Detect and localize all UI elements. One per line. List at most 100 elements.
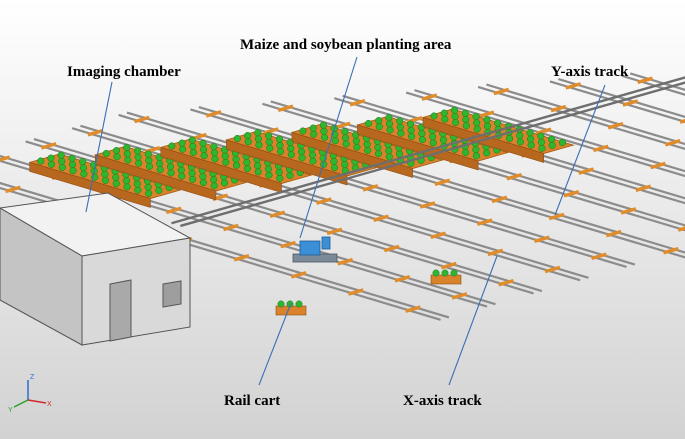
track-sleeper: [290, 271, 307, 279]
plant: [79, 164, 87, 172]
plant: [265, 138, 273, 146]
track-sleeper: [563, 190, 580, 198]
plant: [167, 169, 175, 177]
plant: [386, 126, 394, 134]
plant: [134, 153, 142, 161]
plant: [353, 143, 361, 151]
plant: [462, 122, 470, 130]
plant: [320, 127, 328, 135]
plant: [330, 157, 338, 165]
plant: [352, 137, 360, 145]
plant: [527, 135, 535, 143]
plant: [275, 168, 283, 176]
plant: [341, 134, 350, 142]
y-track-rail: [270, 100, 685, 227]
plant: [123, 183, 131, 191]
track-sleeper: [326, 227, 343, 236]
plant: [101, 176, 110, 184]
track-sleeper: [578, 167, 595, 175]
plant: [189, 142, 197, 150]
y-axis-track-label: Y-axis track: [551, 64, 629, 80]
track-sleeper: [280, 240, 296, 249]
cart-body: [299, 240, 321, 256]
plant: [385, 147, 393, 155]
imaging-chamber: [0, 192, 192, 346]
plant: [254, 129, 262, 137]
track-sleeper: [620, 207, 637, 215]
plant: [102, 149, 110, 158]
plant: [430, 112, 438, 120]
plant: [441, 269, 449, 277]
plant: [440, 109, 448, 117]
track-sleeper: [605, 229, 622, 238]
plant: [133, 180, 141, 188]
rail-cart: [292, 236, 338, 263]
plant: [473, 119, 481, 127]
plant: [363, 140, 371, 148]
plant: [494, 119, 502, 127]
plant: [385, 153, 393, 161]
track-sleeper: [565, 82, 582, 90]
plant: [439, 136, 448, 144]
y-axis-track-leader: [554, 84, 606, 216]
track-sleeper: [315, 197, 332, 205]
plant: [374, 150, 383, 158]
track-sleeper: [0, 155, 11, 162]
plant: [58, 157, 66, 165]
track-sleeper: [277, 104, 294, 113]
plant: [254, 168, 262, 176]
plant: [287, 151, 295, 159]
plant: [265, 171, 273, 179]
track-sleeper: [478, 110, 495, 118]
z-axis-label: Z: [30, 374, 35, 381]
plant: [47, 154, 55, 162]
plant: [450, 106, 459, 114]
plant: [299, 127, 307, 135]
track-sleeper: [544, 265, 561, 274]
plant: [472, 113, 480, 121]
plant: [341, 161, 349, 169]
track-sleeper: [165, 206, 182, 215]
plant: [47, 160, 56, 168]
plant: [483, 122, 491, 130]
plant: [276, 141, 284, 149]
imaging-chamber-leader: [85, 81, 113, 213]
y-track-rail: [549, 80, 685, 123]
plant: [364, 146, 372, 154]
plant: [396, 117, 404, 125]
plant: [37, 157, 45, 165]
plant: [396, 123, 404, 131]
planter-front: [94, 154, 217, 201]
plant: [220, 179, 228, 187]
plant: [123, 150, 131, 158]
track-sleeper: [405, 305, 421, 313]
plant: [80, 170, 88, 178]
plant: [188, 136, 196, 144]
plant: [254, 162, 262, 170]
leader-lines: [85, 56, 606, 386]
plant: [364, 119, 373, 128]
plant: [298, 154, 306, 162]
track-sleeper: [87, 128, 104, 137]
plant: [406, 120, 415, 128]
track-sleeper: [434, 178, 451, 187]
plant: [200, 146, 208, 154]
y-axis-label: Y: [8, 407, 13, 414]
plant: [179, 145, 187, 153]
plant: [199, 179, 207, 187]
axis-triad-icon: ZXY: [8, 374, 52, 414]
track-sleeper: [383, 244, 400, 253]
track-sleeper: [487, 248, 504, 257]
plant: [155, 186, 163, 194]
plant: [472, 152, 480, 160]
track-sleeper: [40, 142, 57, 150]
plant: [286, 300, 294, 308]
plant: [144, 150, 152, 158]
plant: [408, 132, 416, 140]
track-sleeper: [347, 288, 364, 296]
plant: [255, 141, 263, 149]
plant: [395, 150, 404, 158]
plant: [516, 132, 524, 140]
plant: [199, 139, 207, 147]
